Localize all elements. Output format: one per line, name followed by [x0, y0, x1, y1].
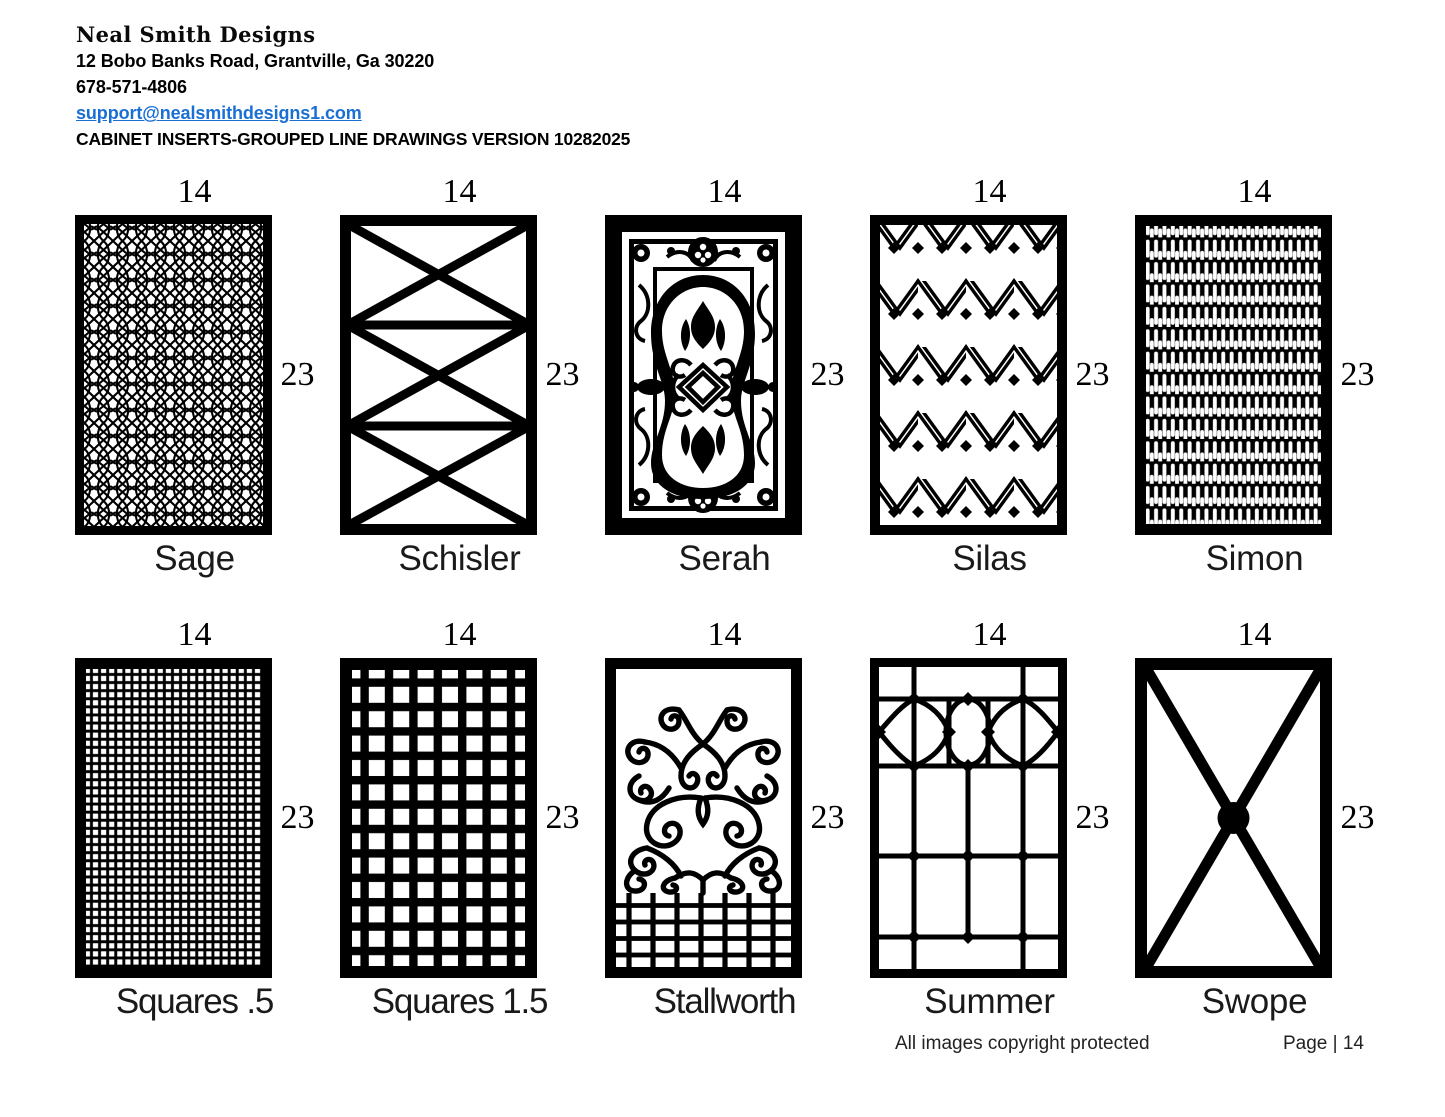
panel-name-schisler: Schisler: [398, 539, 521, 578]
insert-drawing-serah[interactable]: [604, 215, 802, 535]
insert-drawing-simon[interactable]: [1134, 215, 1332, 535]
height-dimension-label: 23: [545, 799, 580, 836]
panel-card-summer[interactable]: 14: [857, 618, 1122, 1019]
company-name: Neal Smith Designs: [76, 22, 316, 47]
height-dimension-label: 23: [810, 799, 845, 836]
panel-name-summer: Summer: [924, 982, 1055, 1021]
insert-drawing-silas[interactable]: [869, 215, 1067, 535]
insert-drawing-summer[interactable]: [869, 658, 1067, 978]
width-dimension-label: 14: [707, 616, 742, 653]
panel-card-swope[interactable]: 14 23 Swope: [1122, 618, 1387, 1019]
insert-drawing-stallworth[interactable]: [604, 658, 802, 978]
panel-card-squares-onefive[interactable]: 14 23 Squares 1.: [327, 618, 592, 1019]
panel-name-serah: Serah: [678, 539, 771, 578]
panel-name-squares-onefive: Squares 1.5: [371, 982, 549, 1021]
insert-drawing-schisler[interactable]: [339, 215, 537, 535]
insert-drawing-sage[interactable]: [74, 215, 272, 535]
panel-card-stallworth[interactable]: 14: [592, 618, 857, 1019]
width-dimension-label: 14: [972, 173, 1007, 210]
height-dimension-label: 23: [545, 356, 580, 393]
height-dimension-label: 23: [1075, 356, 1110, 393]
panel-row-2: 14 23 Squares .5: [62, 618, 1445, 1019]
width-dimension-label: 14: [1237, 616, 1272, 653]
height-dimension-label: 23: [810, 356, 845, 393]
panel-grid: 14: [0, 175, 1445, 1019]
height-dimension-label: 23: [1340, 799, 1375, 836]
width-dimension-label: 14: [442, 616, 477, 653]
height-dimension-label: 23: [1340, 356, 1375, 393]
insert-drawing-swope[interactable]: [1134, 658, 1332, 978]
width-dimension-label: 14: [442, 173, 477, 210]
height-dimension-label: 23: [1075, 799, 1110, 836]
insert-drawing-squares-half[interactable]: [74, 658, 272, 978]
width-dimension-label: 14: [1237, 173, 1272, 210]
panel-name-squares-half: Squares .5: [115, 982, 274, 1021]
height-dimension-label: 23: [280, 799, 315, 836]
panel-row-1: 14: [62, 175, 1445, 576]
document-title: CABINET INSERTS-GROUPED LINE DRAWINGS VE…: [76, 128, 631, 149]
panel-name-simon: Simon: [1205, 539, 1304, 578]
width-dimension-label: 14: [177, 616, 212, 653]
panel-name-swope: Swope: [1201, 982, 1308, 1021]
height-dimension-label: 23: [280, 356, 315, 393]
company-phone: 678-571-4806: [76, 77, 187, 98]
panel-card-sage[interactable]: 14: [62, 175, 327, 576]
page-number: Page | 14: [1283, 1033, 1365, 1054]
support-email-link[interactable]: support@nealsmithdesigns1.com: [76, 103, 362, 124]
width-dimension-label: 14: [707, 173, 742, 210]
width-dimension-label: 14: [177, 173, 212, 210]
insert-drawing-squares-onefive[interactable]: [339, 658, 537, 978]
panel-card-silas[interactable]: 14: [857, 175, 1122, 576]
panel-name-stallworth: Stallworth: [653, 982, 797, 1021]
copyright-notice: All images copyright protected: [895, 1033, 1150, 1054]
width-dimension-label: 14: [972, 616, 1007, 653]
panel-card-squares-half[interactable]: 14 23 Squares .5: [62, 618, 327, 1019]
panel-card-schisler[interactable]: 14 23: [327, 175, 592, 576]
company-address: 12 Bobo Banks Road, Grantville, Ga 30220: [76, 51, 435, 72]
panel-card-simon[interactable]: 14: [1122, 175, 1387, 576]
panel-card-serah[interactable]: 14: [592, 175, 857, 576]
panel-name-silas: Silas: [952, 539, 1027, 578]
panel-name-sage: Sage: [154, 539, 235, 578]
document-header: Neal Smith Designs 12 Bobo Banks Road, G…: [76, 22, 976, 152]
